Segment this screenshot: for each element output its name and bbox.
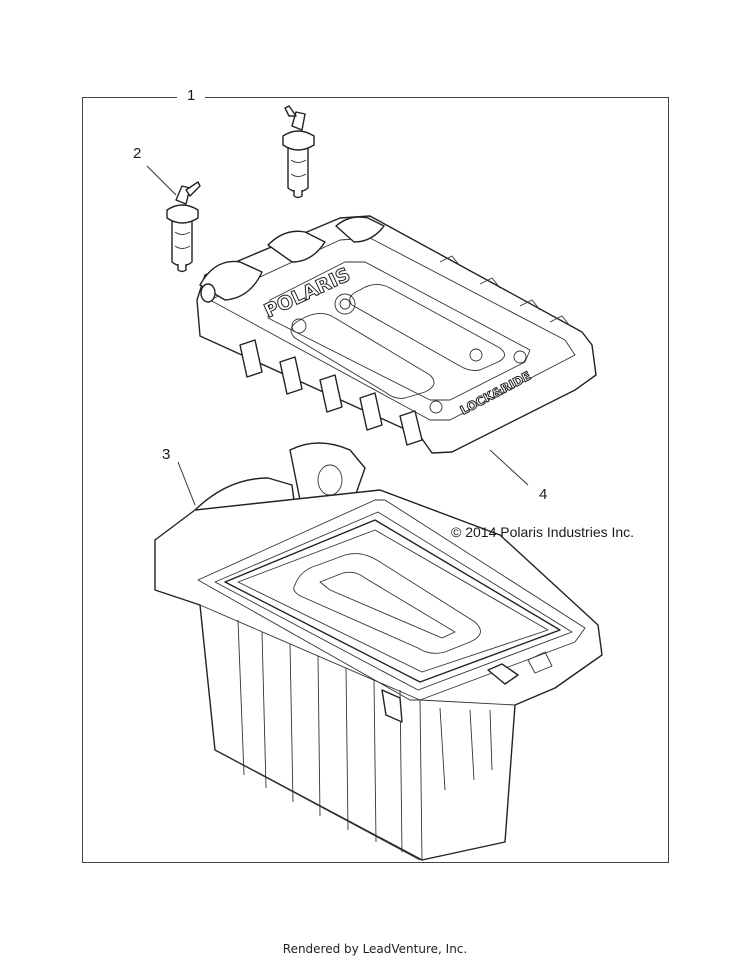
leader-4 — [489, 449, 529, 486]
callout-key-lock: 2 — [133, 145, 142, 162]
copyright-notice: © 2014 Polaris Industries Inc. — [451, 524, 635, 540]
leader-3 — [177, 461, 196, 506]
key-lock-right — [282, 105, 315, 199]
assembly-frame — [82, 97, 669, 863]
leader-2 — [146, 165, 177, 196]
callout-assembly: 1 — [177, 88, 206, 104]
lid: POLARIS LOCK&RIDE — [196, 215, 597, 454]
footer-credit: Rendered by LeadVenture, Inc. — [282, 942, 468, 956]
storage-box — [154, 442, 603, 861]
key-lock-left — [166, 181, 201, 273]
callout-box: 3 — [162, 446, 171, 463]
callout-lid: 4 — [539, 486, 548, 503]
